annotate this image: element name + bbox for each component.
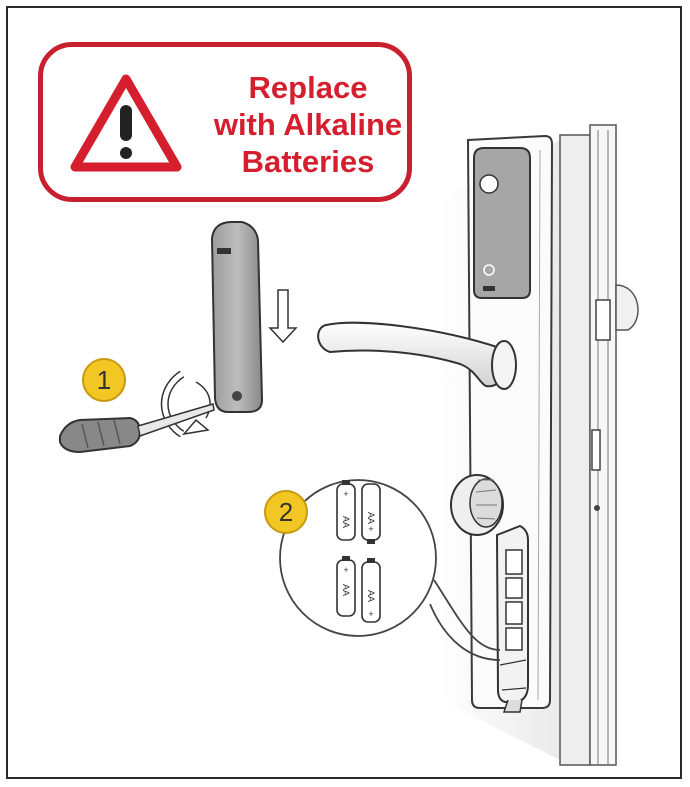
warning-callout: Replace with Alkaline Batteries [38, 42, 412, 202]
door-handle [317, 321, 517, 390]
lock-module [473, 147, 531, 299]
arrow-down-icon [268, 289, 298, 344]
step-1-badge: 1 [82, 358, 126, 402]
battery-callout [279, 479, 501, 661]
screwdriver-icon [59, 403, 215, 454]
battery-label: AA [341, 516, 351, 528]
warning-line-1: Replace [248, 70, 368, 105]
battery-cover [210, 221, 264, 413]
svg-text:+: + [343, 565, 348, 575]
warning-text: Replace with Alkaline Batteries [203, 69, 413, 180]
svg-text:+: + [368, 524, 373, 534]
battery-compartment [495, 524, 529, 713]
thumb-turn [450, 474, 504, 536]
battery-label: AA [366, 512, 376, 524]
rotate-arrow-icon [160, 370, 211, 438]
warning-line-2: with Alkaline [213, 107, 403, 142]
step-2-badge: 2 [264, 490, 308, 534]
svg-text:+: + [343, 489, 348, 499]
battery-label: AA [341, 584, 351, 596]
aa-batteries: + + + + [336, 480, 381, 623]
warning-line-3: Batteries [241, 144, 375, 179]
warning-triangle-icon [70, 74, 182, 172]
svg-text:+: + [368, 609, 373, 619]
battery-label: AA [366, 590, 376, 602]
